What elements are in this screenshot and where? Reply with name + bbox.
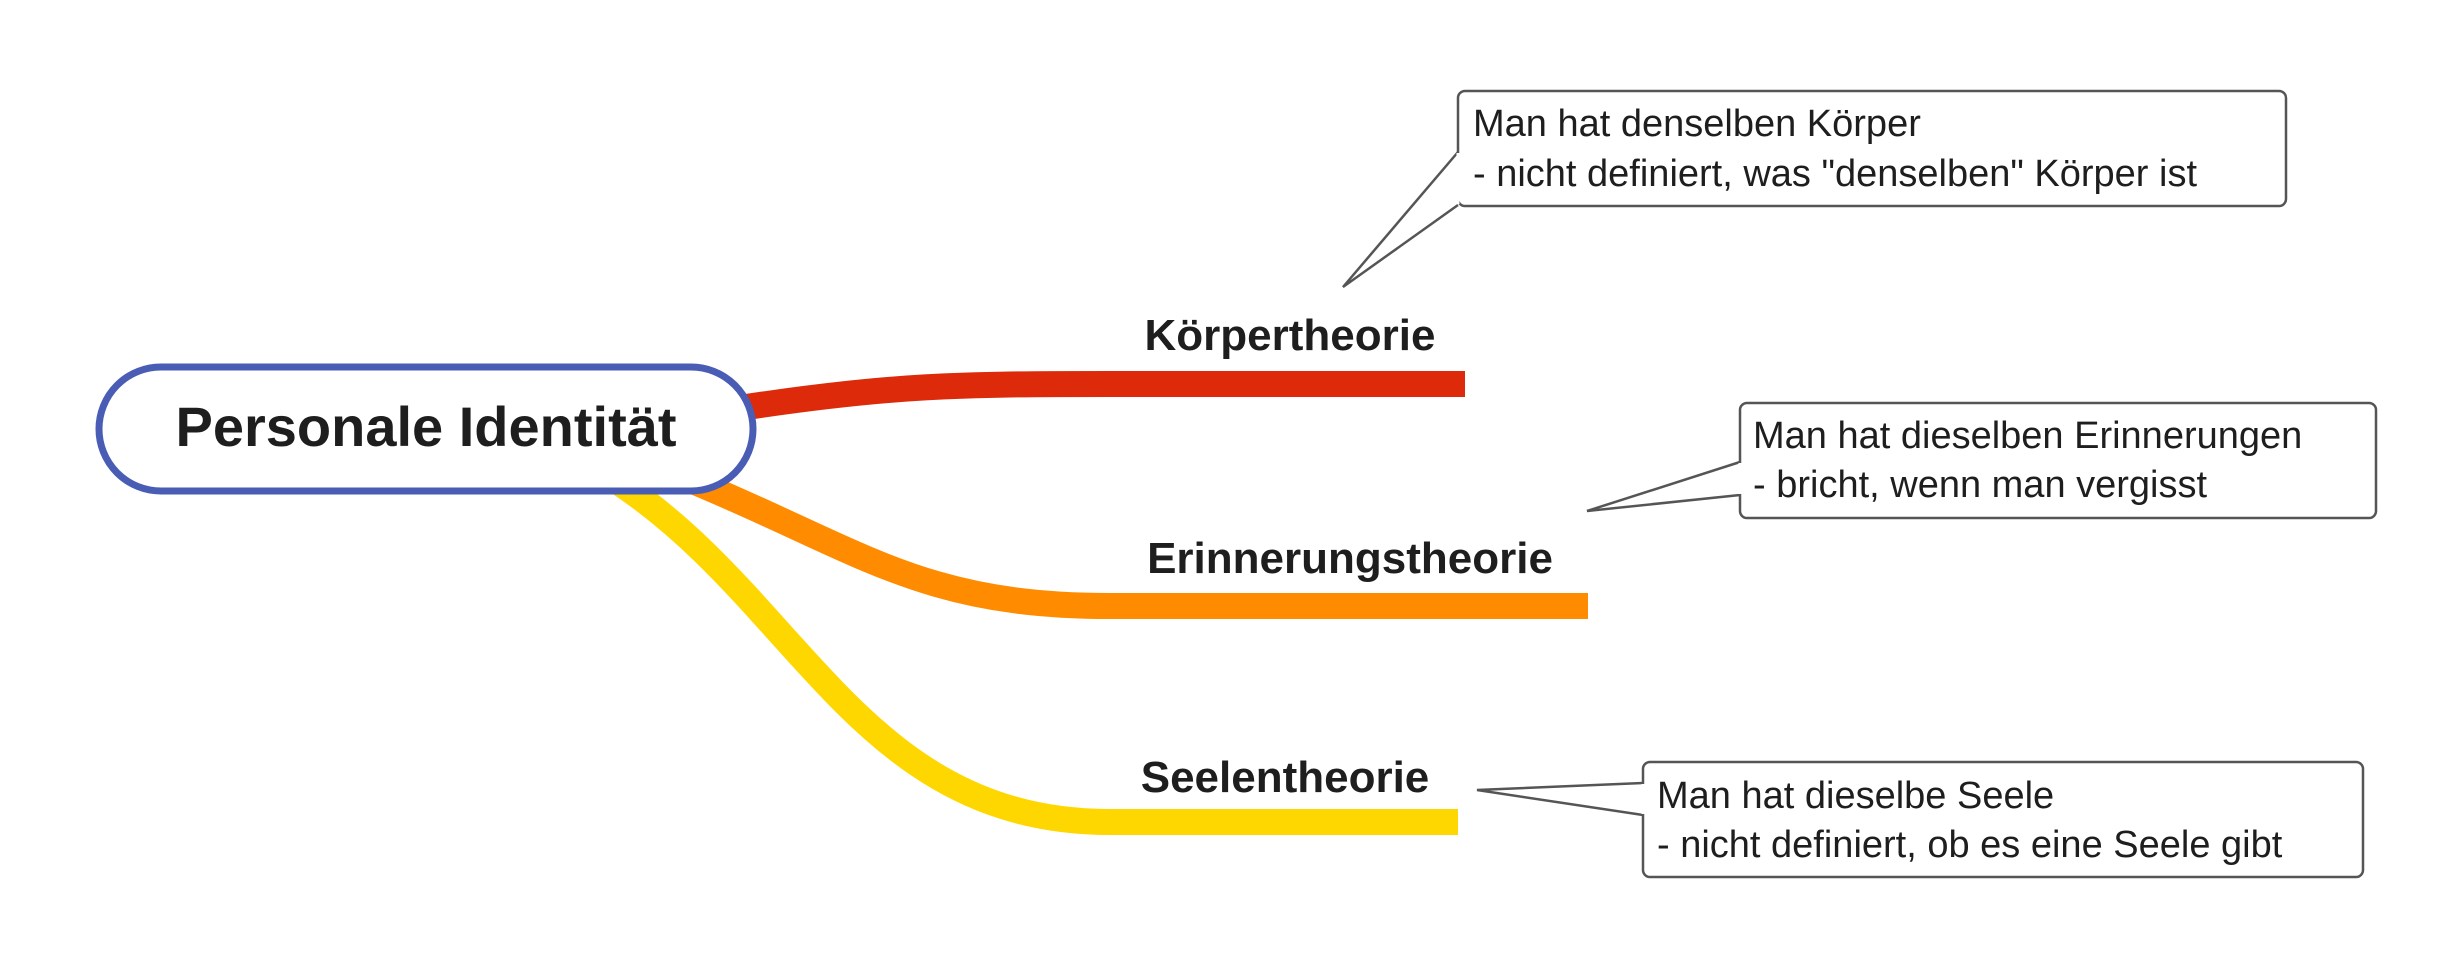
callout-line-2: - bricht, wenn man vergisst [1753,464,2207,506]
callout-koerpertheorie[interactable]: Man hat denselben Körper - nicht definie… [1342,89,2288,289]
callout-line-1: Man hat dieselbe Seele [1657,775,2054,817]
callout-pointer [1476,781,1644,817]
callout-pointer [1586,460,1741,513]
callout-box [1641,760,2365,879]
branch-label-erinnerungstheorie[interactable]: Erinnerungstheorie [1147,534,1553,583]
callout-box [1738,401,2378,520]
callout-pointer [1342,151,1459,289]
callout-line-2: - nicht definiert, ob es eine Seele gibt [1657,824,2283,866]
callout-line-1: Man hat dieselben Erinnerungen [1753,415,2302,457]
callout-seelentheorie[interactable]: Man hat dieselbe Seele - nicht definiert… [1476,760,2365,879]
root-node[interactable]: Personale Identität [95,363,757,495]
branch-line-erinnerungstheorie [685,467,1588,619]
callout-box [1456,89,2288,208]
callout-erinnerungstheorie[interactable]: Man hat dieselben Erinnerungen - bricht,… [1586,401,2378,520]
callout-line-1: Man hat denselben Körper [1473,103,1921,145]
branch-line-koerpertheorie [738,371,1465,421]
root-node-frame [95,363,757,495]
branch-label-seelentheorie[interactable]: Seelentheorie [1141,753,1430,802]
root-node-label: Personale Identität [175,395,676,458]
callout-line-2: - nicht definiert, was "denselben" Körpe… [1473,153,2197,195]
branch-label-koerpertheorie[interactable]: Körpertheorie [1145,311,1436,360]
branch-line-seelentheorie [607,469,1458,835]
